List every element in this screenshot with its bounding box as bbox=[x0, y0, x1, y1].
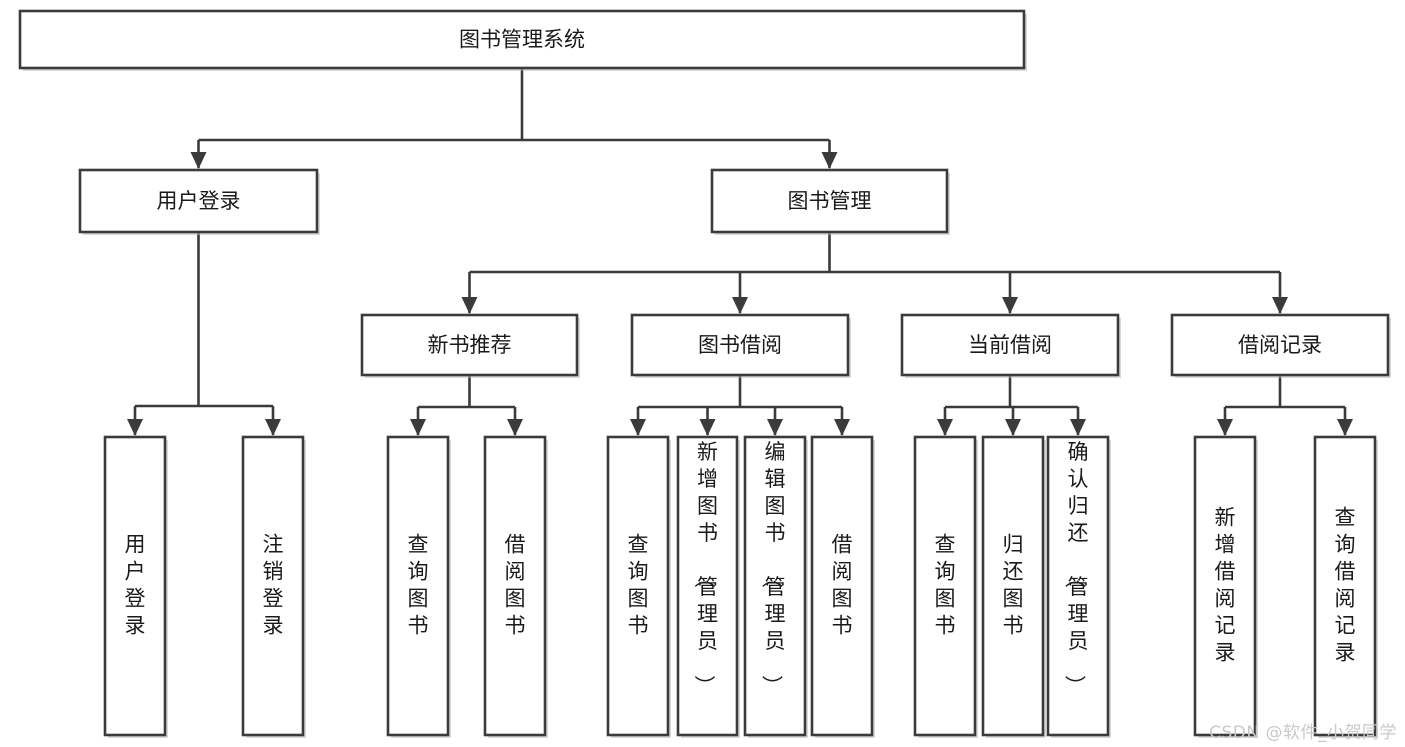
node-box-book-borrow[interactable] bbox=[630, 313, 850, 377]
node-label-new-book-recommend: 新书推荐 bbox=[428, 333, 512, 357]
node-box-leaf-query-book-cur[interactable] bbox=[913, 435, 977, 737]
node-box-user-login[interactable] bbox=[78, 168, 319, 234]
arrow-head bbox=[699, 419, 716, 436]
connector-lines bbox=[127, 68, 1353, 436]
arrow-head bbox=[507, 419, 523, 436]
node-box-new-book-recommend[interactable] bbox=[360, 313, 579, 377]
node-box-leaf-return-book[interactable] bbox=[981, 435, 1045, 737]
node-box-leaf-query-book[interactable] bbox=[606, 435, 670, 737]
node-box-current-borrow[interactable] bbox=[900, 313, 1120, 377]
node-label-leaf-user-logout: 注销登录 bbox=[263, 533, 284, 638]
node-label-book-management: 图书管理 bbox=[788, 189, 872, 213]
node-label-borrow-record: 借阅记录 bbox=[1238, 333, 1322, 357]
node-label-leaf-user-login: 用户登录 bbox=[125, 533, 146, 638]
csdn-watermark: CSDN @软件_小贺同学 bbox=[1209, 723, 1397, 743]
node-label-leaf-confirm-return-admin: 确认归还（管理员） bbox=[1063, 440, 1089, 696]
arrow-head bbox=[127, 419, 143, 436]
node-label-leaf-return-book: 归还图书 bbox=[1003, 533, 1024, 638]
node-box-leaf-user-logout[interactable] bbox=[241, 435, 305, 737]
node-box-leaf-confirm-return-admin[interactable] bbox=[1046, 435, 1110, 737]
node-labels: 图书管理系统用户登录图书管理新书推荐图书借阅当前借阅借阅记录用户登录注销登录查询… bbox=[125, 28, 1356, 697]
node-box-leaf-add-book-admin[interactable] bbox=[676, 435, 739, 737]
node-label-leaf-borrow-book-rec: 借阅图书 bbox=[505, 533, 526, 638]
node-box-leaf-query-book-rec[interactable] bbox=[386, 435, 450, 737]
node-box-leaf-edit-book-admin[interactable] bbox=[743, 435, 807, 737]
node-box-leaf-add-borrow-record[interactable] bbox=[1193, 435, 1257, 737]
node-label-user-login: 用户登录 bbox=[157, 189, 241, 213]
arrow-head bbox=[630, 419, 646, 436]
node-label-current-borrow: 当前借阅 bbox=[968, 333, 1052, 357]
node-box-root[interactable] bbox=[18, 9, 1026, 70]
arrow-head bbox=[937, 419, 953, 436]
arrow-head bbox=[834, 419, 850, 436]
node-label-leaf-borrow-book: 借阅图书 bbox=[832, 533, 853, 638]
node-label-leaf-add-borrow-record: 新增借阅记录 bbox=[1215, 506, 1236, 665]
node-box-borrow-record[interactable] bbox=[1170, 313, 1390, 377]
node-label-leaf-query-book: 查询图书 bbox=[628, 533, 649, 638]
node-label-leaf-query-borrow-record: 查询借阅记录 bbox=[1335, 506, 1356, 665]
arrow-head bbox=[410, 419, 426, 436]
arrow-head bbox=[1337, 419, 1353, 436]
arrow-head bbox=[190, 152, 207, 169]
arrow-head bbox=[821, 152, 838, 169]
arrow-head bbox=[1002, 297, 1018, 314]
node-boxes bbox=[18, 9, 1390, 737]
node-label-leaf-edit-book-admin: 编辑图书（管理员） bbox=[760, 440, 786, 696]
node-box-leaf-borrow-book[interactable] bbox=[810, 435, 874, 737]
node-box-leaf-user-login[interactable] bbox=[103, 435, 167, 737]
node-box-book-management[interactable] bbox=[710, 168, 949, 234]
node-box-leaf-borrow-book-rec[interactable] bbox=[483, 435, 547, 737]
arrow-head bbox=[461, 297, 478, 314]
arrow-head bbox=[1217, 419, 1233, 436]
node-label-leaf-add-book-admin: 新增图书（管理员） bbox=[692, 440, 718, 696]
arrow-head bbox=[1070, 419, 1086, 436]
arrow-head bbox=[1005, 419, 1021, 436]
node-label-leaf-query-book-cur: 查询图书 bbox=[935, 533, 956, 638]
arrow-head bbox=[732, 297, 748, 314]
node-label-leaf-query-book-rec: 查询图书 bbox=[408, 533, 429, 638]
arrow-head bbox=[265, 419, 281, 436]
arrow-head bbox=[767, 419, 783, 436]
node-label-book-borrow: 图书借阅 bbox=[698, 333, 782, 357]
node-box-leaf-query-borrow-record[interactable] bbox=[1313, 435, 1377, 737]
node-label-root: 图书管理系统 bbox=[459, 28, 585, 52]
arrow-head bbox=[1272, 297, 1288, 314]
